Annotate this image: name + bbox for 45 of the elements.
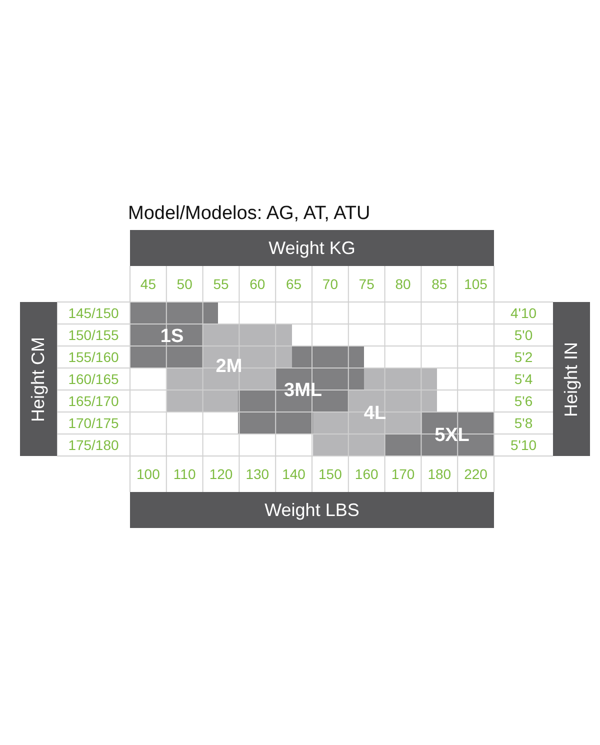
height-value: 5'2 (513, 348, 534, 367)
axis-title: Height IN (561, 341, 582, 417)
axis-title: Height CM (28, 336, 49, 422)
header-band (20, 302, 57, 456)
weight-value: 55 (212, 275, 230, 294)
weight-value: 75 (358, 275, 376, 294)
weight-value: 220 (463, 465, 488, 484)
height-value: 175/180 (67, 436, 120, 455)
height-value: 5'6 (513, 392, 534, 411)
weight-value: 85 (430, 275, 448, 294)
weight-value: 60 (248, 275, 266, 294)
header-band (553, 302, 590, 456)
weight-value: 120 (208, 465, 234, 484)
height-value: 5'10 (509, 436, 538, 455)
header-band (130, 492, 494, 528)
weight-value: 110 (172, 465, 197, 484)
height-value: 5'4 (513, 370, 534, 389)
weight-value: 130 (244, 465, 270, 484)
weight-value: 140 (281, 465, 306, 484)
weight-value: 50 (176, 275, 194, 294)
weight-value: 70 (321, 275, 339, 294)
size-label: 4L (364, 403, 386, 425)
chart-title: Model/Modelos: AG, AT, ATU (128, 203, 370, 225)
weight-value: 45 (139, 275, 157, 294)
weight-value: 160 (354, 465, 380, 484)
weight-value: 105 (463, 275, 488, 294)
header-band (130, 230, 494, 266)
weight-value: 150 (318, 465, 343, 484)
axis-title: Weight KG (268, 238, 356, 258)
height-value: 160/165 (67, 370, 120, 389)
weight-value: 100 (136, 465, 161, 484)
axis-title: Weight LBS (264, 500, 360, 520)
weight-value: 80 (394, 275, 412, 294)
height-value: 170/175 (67, 414, 120, 433)
height-value: 145/150 (67, 304, 120, 323)
weight-value: 170 (390, 465, 416, 484)
height-value: 150/155 (67, 326, 120, 345)
height-value: 4'10 (509, 304, 538, 323)
height-value: 155/160 (67, 348, 120, 367)
weight-value: 180 (426, 465, 452, 484)
weight-value: 65 (285, 275, 303, 294)
height-value: 165/170 (67, 392, 120, 411)
size-label: 2M (216, 356, 242, 378)
height-value: 5'0 (513, 326, 534, 345)
height-value: 5'8 (513, 414, 534, 433)
